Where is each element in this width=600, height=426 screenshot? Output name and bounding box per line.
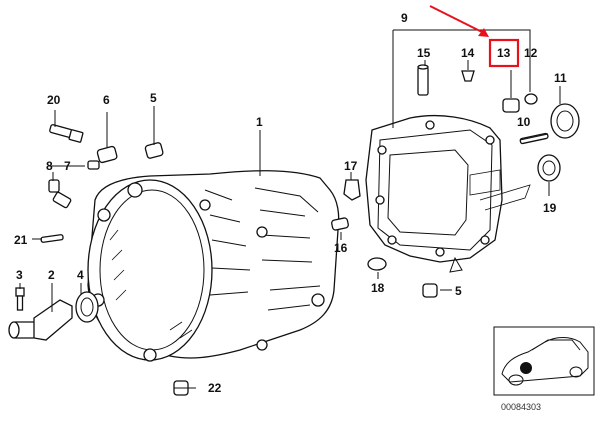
part-6-plug bbox=[96, 145, 118, 164]
part-19-ring bbox=[537, 154, 561, 182]
label-part-8: 8 bbox=[46, 159, 53, 173]
part-4-seal bbox=[75, 291, 99, 323]
label-part-3: 3 bbox=[16, 268, 23, 282]
label-part-15: 15 bbox=[417, 46, 431, 60]
reference-number: 00084303 bbox=[501, 402, 541, 412]
label-part-1: 1 bbox=[256, 115, 263, 129]
part-11-radial-seal bbox=[550, 103, 580, 139]
part-2-guide-sleeve bbox=[8, 299, 73, 341]
part-12-seal bbox=[524, 93, 538, 105]
part-5-plug-upper bbox=[144, 142, 164, 159]
label-part-19: 19 bbox=[543, 201, 557, 215]
part-14-breather bbox=[461, 70, 475, 82]
location-marker bbox=[520, 362, 532, 374]
part-21-pin bbox=[40, 234, 64, 243]
highlight-box bbox=[488, 38, 520, 68]
leader-lines bbox=[19, 29, 561, 389]
transmission-housing bbox=[87, 170, 340, 362]
part-22-plug bbox=[173, 380, 189, 396]
part-17-bracket bbox=[343, 179, 361, 201]
label-part-4: 4 bbox=[77, 268, 84, 282]
part-8-switch bbox=[48, 179, 72, 209]
label-part-18: 18 bbox=[371, 281, 385, 295]
vehicle-thumbnail bbox=[493, 326, 595, 396]
label-part-6: 6 bbox=[103, 93, 110, 107]
part-3-bolt bbox=[15, 287, 25, 311]
label-part-14: 14 bbox=[461, 46, 475, 60]
part-13-bushing bbox=[502, 98, 520, 113]
label-part-16: 16 bbox=[334, 241, 348, 255]
label-part-9: 9 bbox=[401, 11, 408, 25]
part-16-sleeve bbox=[331, 217, 349, 231]
label-part-5-upper: 5 bbox=[150, 91, 157, 105]
label-part-13: 13 bbox=[497, 46, 511, 60]
part-20-sender bbox=[49, 124, 84, 143]
label-part-22: 22 bbox=[208, 381, 222, 395]
part-7-bushing bbox=[87, 160, 100, 170]
part-15-pin bbox=[417, 64, 429, 96]
part-18-plug bbox=[367, 257, 387, 271]
label-part-2: 2 bbox=[48, 268, 55, 282]
part-5-plug-lower bbox=[422, 283, 438, 298]
label-part-12: 12 bbox=[524, 46, 538, 60]
highlight-arrow bbox=[429, 5, 489, 37]
label-part-10: 10 bbox=[517, 115, 531, 129]
label-part-17: 17 bbox=[344, 159, 358, 173]
label-part-21: 21 bbox=[14, 233, 28, 247]
rear-gearbox-case bbox=[365, 114, 531, 273]
label-part-5-lower: 5 bbox=[455, 284, 462, 298]
label-part-11: 11 bbox=[554, 71, 567, 85]
label-part-20: 20 bbox=[47, 93, 61, 107]
label-part-7: 7 bbox=[64, 159, 71, 173]
